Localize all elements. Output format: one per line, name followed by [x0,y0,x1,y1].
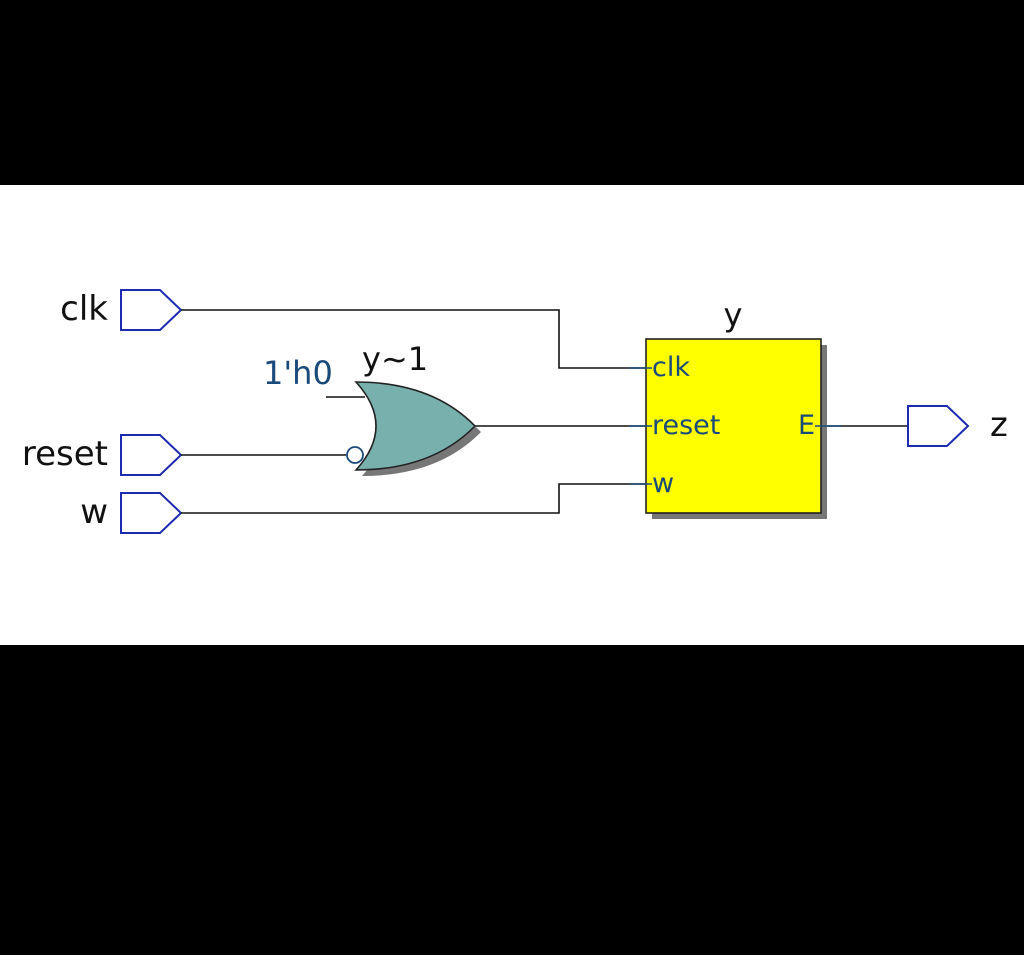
gate-instance-label: y~1 [362,340,428,378]
wire-clk [181,309,646,369]
input-label-clk: clk [60,289,108,329]
or-gate[interactable] [346,381,477,471]
input-label-w: w [80,492,108,532]
input-pin-reset[interactable]: reset [22,434,183,476]
inverter-bubble [346,446,364,464]
input-pin-w[interactable]: w [80,492,183,534]
port-label-clk: clk [652,352,690,383]
output-pin-z[interactable]: z [907,405,1008,447]
input-pin-clk[interactable]: clk [60,289,183,331]
wire-w [181,483,646,514]
diagram-canvas [0,185,1024,645]
input-label-reset: reset [22,434,108,474]
port-label-w: w [652,468,674,499]
port-label-reset: reset [652,410,720,441]
port-label-e: E [798,410,815,441]
constant-label: 1'h0 [263,354,333,392]
block-instance-label: y [724,296,743,334]
output-label-z: z [990,405,1008,445]
block-y[interactable]: clk reset w E [629,338,842,519]
